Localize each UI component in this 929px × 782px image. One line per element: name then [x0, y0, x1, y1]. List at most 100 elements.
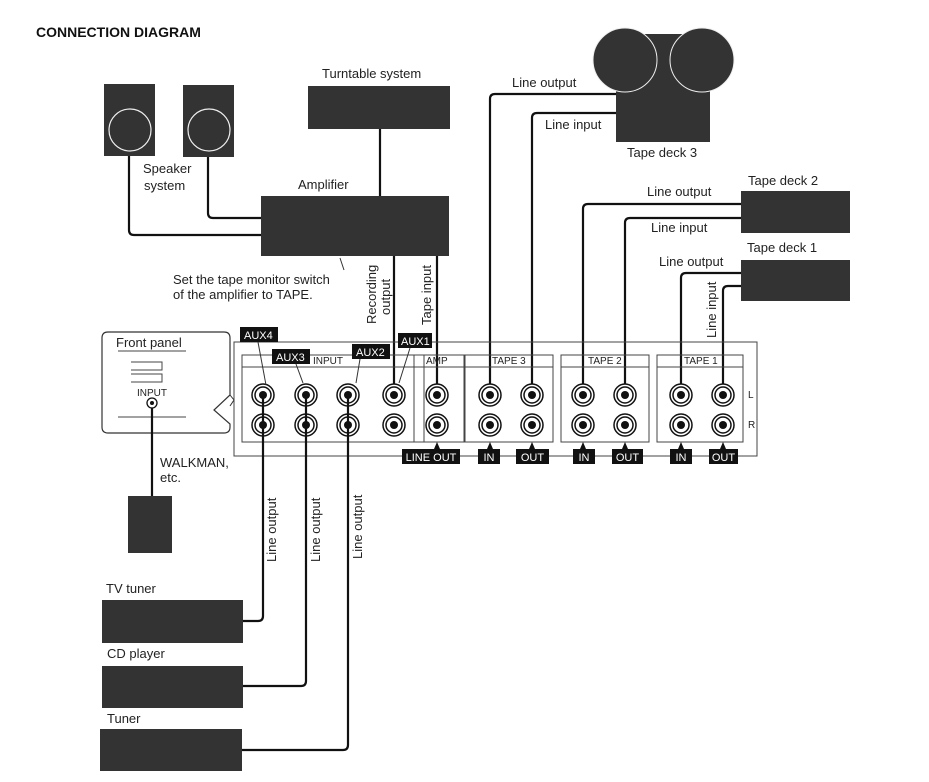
- rca-jack-4-l: [425, 383, 449, 407]
- wire-td1-line-input: [721, 284, 741, 395]
- cd-player: [102, 666, 243, 708]
- tuner-label: Tuner: [107, 711, 141, 726]
- group-amp-label: AMP: [426, 356, 448, 367]
- cd-player-label: CD player: [107, 646, 165, 661]
- front-panel-label: Front panel: [116, 335, 182, 350]
- td1-line-output-label: Line output: [659, 254, 724, 269]
- tv-line-output-label: Line output: [264, 497, 279, 562]
- tag-line-out-0: LINE OUT: [402, 442, 460, 464]
- walkman-label-1: WALKMAN,: [160, 455, 229, 470]
- rca-jack-10-r: [711, 413, 735, 437]
- tag-out-2: OUT: [516, 442, 549, 464]
- tape-deck-3: [592, 27, 735, 142]
- rca-jack-3-r: [382, 413, 406, 437]
- group-input-label: INPUT: [313, 356, 343, 367]
- rca-jack-4-r: [425, 413, 449, 437]
- tape-deck-2: [741, 191, 850, 233]
- tv-tuner: [102, 600, 243, 643]
- group-tape2-label: TAPE 2: [588, 356, 622, 367]
- td3-line-input-label: Line input: [545, 117, 602, 132]
- aux3-tag: AUX3: [272, 349, 310, 384]
- td2-line-output-label: Line output: [647, 184, 712, 199]
- svg-text:IN: IN: [484, 452, 495, 464]
- tape-deck-3-label: Tape deck 3: [627, 145, 697, 160]
- svg-text:AUX1: AUX1: [401, 336, 430, 348]
- group-tape3-label: TAPE 3: [492, 356, 526, 367]
- tag-out-6: OUT: [709, 442, 738, 464]
- rca-jack-6-r: [520, 413, 544, 437]
- amplifier-label: Amplifier: [298, 177, 349, 192]
- rca-jack-5-r: [478, 413, 502, 437]
- wire-cd-player: [243, 395, 308, 688]
- tuner: [100, 729, 242, 771]
- rca-jack-9-r: [669, 413, 693, 437]
- walkman: [128, 496, 172, 553]
- tape-deck-2-label: Tape deck 2: [748, 173, 818, 188]
- rca-jack-7-r: [571, 413, 595, 437]
- tag-in-5: IN: [670, 442, 692, 464]
- rca-jack-7-l: [571, 383, 595, 407]
- svg-text:AUX2: AUX2: [356, 347, 385, 359]
- aux4-tag: AUX4: [240, 327, 278, 386]
- rca-jack-5-l: [478, 383, 502, 407]
- recording-output-label-1: Recording: [364, 265, 379, 324]
- tag-out-4: OUT: [612, 442, 643, 464]
- svg-text:IN: IN: [579, 452, 590, 464]
- speaker-left: [104, 84, 155, 156]
- turntable-label: Turntable system: [322, 66, 421, 81]
- tv-tuner-label: TV tuner: [106, 581, 157, 596]
- front-panel-input-label: INPUT: [137, 388, 167, 399]
- wire-speaker-left: [127, 156, 261, 237]
- td1-line-input-label: Line input: [704, 281, 719, 338]
- wire-td2-line-input: [623, 216, 741, 395]
- tag-in-1: IN: [478, 442, 500, 464]
- td2-line-input-label: Line input: [651, 220, 708, 235]
- wire-td3-line-output: [488, 92, 616, 395]
- walkman-label-2: etc.: [160, 470, 181, 485]
- recording-output-label-2: output: [378, 278, 393, 315]
- tape-input-label: Tape input: [419, 265, 434, 325]
- rca-jack-3-l: [382, 383, 406, 407]
- svg-text:LINE OUT: LINE OUT: [406, 452, 457, 464]
- speaker-right: [183, 85, 234, 157]
- note-line-2: of the amplifier to TAPE.: [173, 287, 313, 302]
- aux1-tag: AUX1: [398, 333, 432, 384]
- rca-jack-9-l: [669, 383, 693, 407]
- tape-deck-1-label: Tape deck 1: [747, 240, 817, 255]
- wire-tv-tuner: [243, 395, 265, 623]
- tag-in-3: IN: [573, 442, 595, 464]
- wire-td3-line-input: [530, 111, 616, 395]
- rca-jacks: [251, 383, 735, 437]
- cd-line-output-label: Line output: [308, 497, 323, 562]
- svg-text:AUX3: AUX3: [276, 352, 305, 364]
- group-tape1-label: TAPE 1: [684, 356, 718, 367]
- speaker-label-2: system: [144, 178, 185, 193]
- amplifier: [261, 196, 449, 256]
- channel-l-label: L: [748, 390, 754, 401]
- rca-jack-8-r: [613, 413, 637, 437]
- rca-jack-6-l: [520, 383, 544, 407]
- svg-text:OUT: OUT: [616, 452, 640, 464]
- wire-speaker-right: [206, 157, 261, 220]
- turntable: [308, 86, 450, 129]
- td3-line-output-label: Line output: [512, 75, 577, 90]
- aux2-tag: AUX2: [352, 344, 390, 384]
- wire-td2-line-output: [581, 202, 741, 395]
- channel-r-label: R: [748, 420, 755, 431]
- svg-text:IN: IN: [676, 452, 687, 464]
- wire-tuner: [242, 395, 350, 752]
- diagram-title: CONNECTION DIAGRAM: [36, 24, 201, 40]
- speaker-label-1: Speaker: [143, 161, 192, 176]
- rca-jack-8-l: [613, 383, 637, 407]
- tape-deck-1: [741, 260, 850, 301]
- wire-td1-line-output: [679, 271, 741, 395]
- svg-text:OUT: OUT: [712, 452, 736, 464]
- tuner-line-output-label: Line output: [350, 494, 365, 559]
- rear-panel: [233, 341, 758, 457]
- svg-text:AUX4: AUX4: [244, 330, 273, 342]
- note-line-1: Set the tape monitor switch: [173, 272, 330, 287]
- note-arrow: [339, 257, 345, 271]
- rca-jack-10-l: [711, 383, 735, 407]
- svg-text:OUT: OUT: [521, 452, 545, 464]
